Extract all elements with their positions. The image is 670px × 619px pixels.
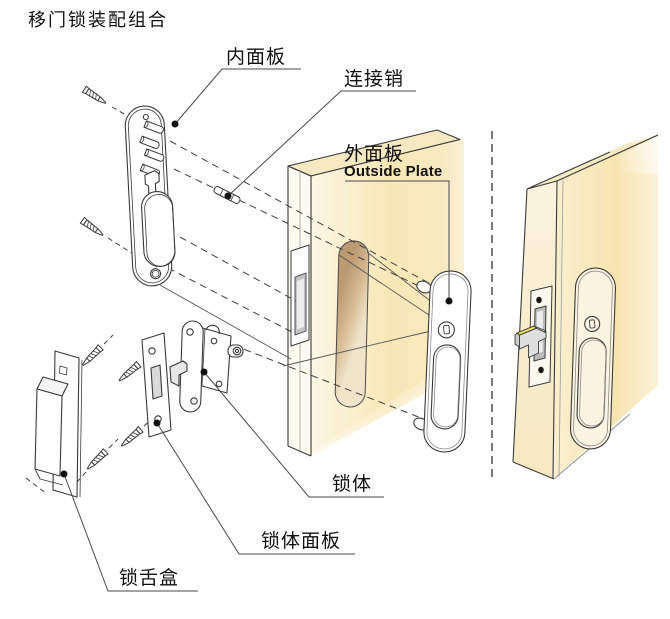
marker-dot <box>200 368 208 376</box>
marker-dot <box>60 470 68 478</box>
exploded-view <box>25 85 472 498</box>
lock-body <box>169 320 244 413</box>
latch-box <box>34 350 83 498</box>
marker-dot <box>171 120 179 128</box>
door-cutout-recess <box>334 240 370 408</box>
screw-icon <box>79 344 104 369</box>
lock-faceplate-assembled <box>514 285 553 388</box>
screw-icon <box>81 85 108 107</box>
label-text-connecting-pin: 连接销 <box>344 68 404 90</box>
label-connecting-pin: 连接销 <box>224 68 416 200</box>
label-text-inside-plate: 内面板 <box>226 46 286 68</box>
label-text-lock-body-plate: 锁体面板 <box>261 530 341 552</box>
assembled-door-outline <box>512 134 659 480</box>
outside-plate-exploded <box>413 270 472 453</box>
label-outside-plate: 外面板 Outside Plate <box>344 143 453 305</box>
lock-body-plate <box>141 332 172 438</box>
assembled-door-top-face <box>527 135 658 189</box>
door-edge-mortise <box>290 244 310 347</box>
label-lock-body-plate: 锁体面板 <box>153 419 355 555</box>
screw-head <box>536 296 542 304</box>
marker-dot <box>445 297 453 305</box>
plate-oval-recess <box>430 344 462 430</box>
outside-plate-assembled <box>569 267 616 450</box>
inside-plate <box>124 105 176 287</box>
screw-head <box>538 366 544 374</box>
label-inside-plate: 内面板 <box>171 46 301 128</box>
assembled-door-top-fade <box>590 130 670 175</box>
hook-bolt-exploded <box>169 360 188 387</box>
screw-icon <box>118 426 144 449</box>
marker-dot <box>153 419 161 427</box>
label-text-outside-plate-en: Outside Plate <box>344 163 442 180</box>
label-latch-box: 锁舌盒 <box>60 470 198 592</box>
screw-icon <box>116 361 142 384</box>
screw-icon <box>79 216 106 239</box>
marker-dot <box>224 192 232 200</box>
projection-lines <box>159 251 456 367</box>
label-text-lock-body: 锁体 <box>332 473 372 495</box>
labels: 移门锁装配组合 内面板 连接销 外面板 Outside Plate 锁体 锁体面… <box>28 10 453 592</box>
assembled-view <box>505 130 670 500</box>
label-text-latch-box: 锁舌盒 <box>119 567 179 589</box>
label-text-outside-plate-cn: 外面板 <box>344 143 404 165</box>
hook-bolt-assembled <box>514 325 548 359</box>
label-lock-body: 锁体 <box>200 368 384 498</box>
door-outline <box>287 138 461 457</box>
page-title: 移门锁装配组合 <box>28 10 168 30</box>
screw-icon <box>84 448 109 472</box>
assembled-door-bottom-fade <box>505 390 670 500</box>
